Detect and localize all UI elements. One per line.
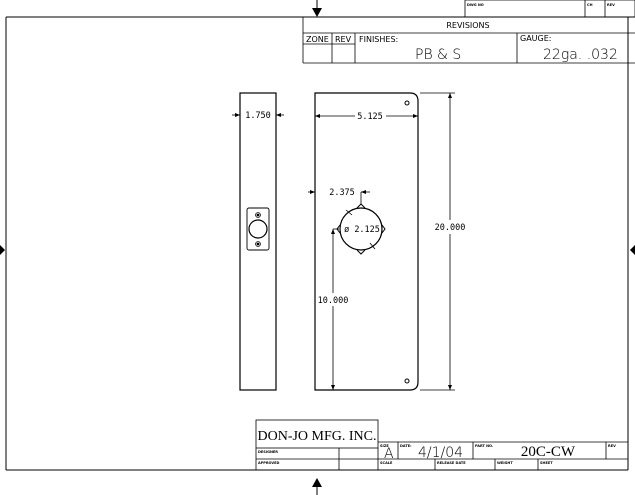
part-no-label: PART NO.: [475, 444, 493, 448]
title-block: [255, 419, 628, 470]
size-label: SIZE: [380, 444, 389, 448]
sheet-border: [5, 16, 635, 471]
gauge-value: 22ga. .032: [543, 47, 618, 63]
dim-hole-offset: 2.375: [329, 188, 355, 198]
finishes-value: PB & S: [415, 47, 461, 63]
revisions-title: REVISIONS: [446, 21, 489, 30]
dim-height: 20.000: [435, 223, 466, 233]
title-rev-label: REV: [608, 444, 616, 448]
rev-column-label: REV: [335, 35, 352, 44]
dimension-1750: [232, 113, 284, 117]
edge-view: [239, 92, 277, 391]
date-value: 4/1/04: [418, 445, 463, 461]
revisions-block: [302, 0, 635, 64]
dwg-no-label: DWG NO: [467, 3, 484, 7]
size-value: A: [384, 446, 394, 462]
dim-hole-diameter: ø 2.125: [344, 225, 380, 235]
dim-width-narrow: 1.750: [245, 111, 271, 121]
part-no-value: 20C-CW: [521, 444, 576, 460]
weight-label: WEIGHT: [497, 461, 513, 465]
dim-hole-height: 10.000: [318, 296, 349, 306]
company-name: DON-JO MFG. INC.: [257, 429, 376, 444]
gauge-label: GAUGE:: [520, 34, 551, 43]
finishes-label: FINISHES:: [359, 35, 398, 44]
release-date-label: RELEASE DATE: [437, 461, 466, 465]
date-label: DATE:: [400, 444, 412, 448]
dim-width-plate: 5.125: [357, 112, 383, 122]
ch-label: CH: [587, 3, 593, 7]
sheet-label: SHEET: [540, 461, 553, 465]
plate-view: [314, 92, 419, 391]
rev-label: REV: [607, 3, 615, 7]
approved-label: APPROVED: [258, 461, 280, 465]
zone-label: ZONE: [306, 35, 329, 44]
dimension-lines: [308, 92, 455, 391]
scale-label: SCALE: [380, 461, 393, 465]
designer-label: DESIGNER: [258, 450, 278, 454]
